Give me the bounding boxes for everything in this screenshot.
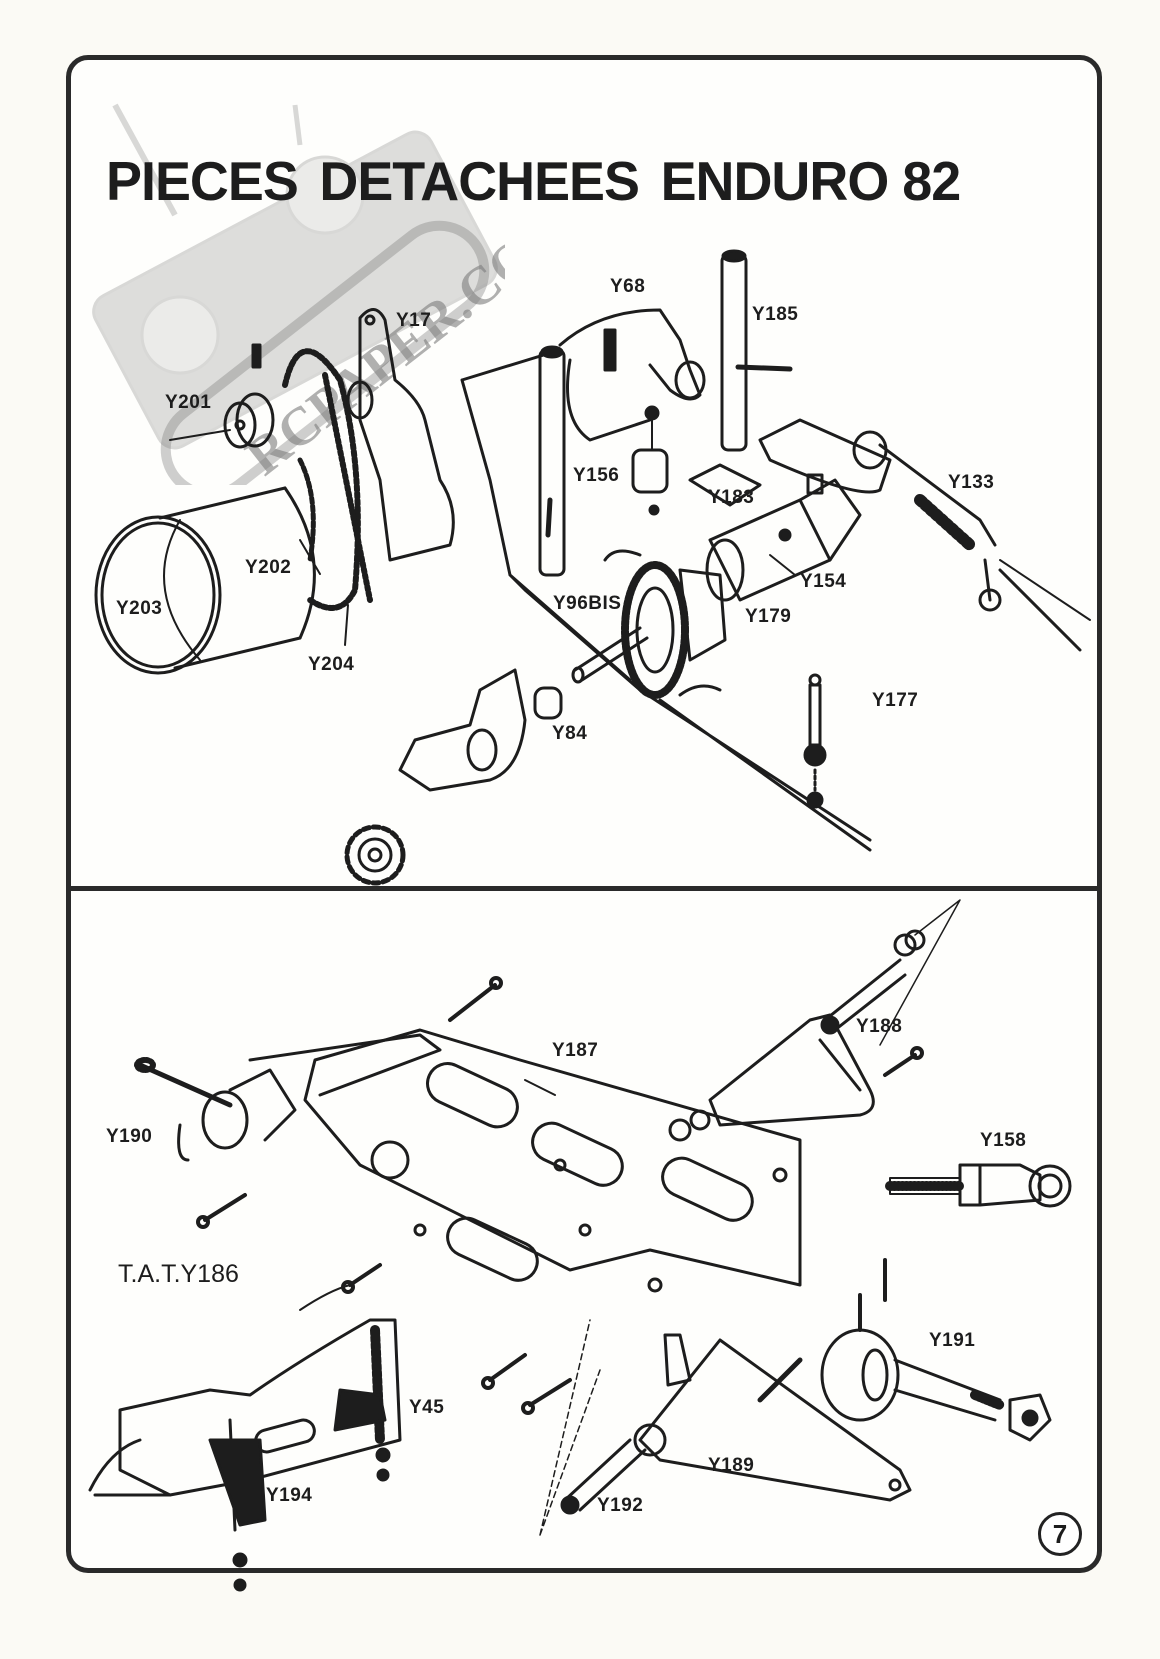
part-y201-sprocket (169, 343, 275, 449)
label-y192: Y192 (597, 1495, 644, 1516)
label-taty186: T.A.T.Y186 (118, 1260, 239, 1288)
part-y96bis-gear (603, 549, 689, 699)
page-frame (66, 55, 1102, 1573)
label-y158: Y158 (980, 1130, 1027, 1151)
part-left-post (538, 345, 566, 577)
label-y45: Y45 (409, 1397, 445, 1418)
part-y188-arm (668, 899, 961, 1142)
panel-divider (66, 886, 1102, 891)
part-y203-drum (94, 486, 316, 675)
part-y68-exhaust (558, 308, 706, 442)
part-y185-post (720, 249, 793, 452)
part-y158-turnbuckle (885, 1163, 1072, 1208)
part-y202-y204-chain (282, 348, 373, 611)
label-y96bis: Y96BIS (553, 593, 622, 614)
label-y189: Y189 (708, 1455, 755, 1476)
part-lower-bracket-sprocket (344, 668, 527, 886)
label-y191: Y191 (929, 1330, 976, 1351)
page-number: 7 (1038, 1512, 1082, 1556)
leader-lines (299, 539, 796, 1096)
part-y191-hub (820, 1258, 1052, 1442)
label-y154: Y154 (800, 571, 847, 592)
label-y187: Y187 (552, 1040, 599, 1061)
label-y177: Y177 (872, 690, 919, 711)
label-y156: Y156 (573, 465, 620, 486)
part-y190-hub (134, 1033, 442, 1162)
label-y17: Y17 (396, 310, 432, 331)
label-y185: Y185 (752, 304, 799, 325)
title-word-1: PIECES (106, 149, 299, 212)
part-y156-spacer (631, 405, 669, 516)
label-y179: Y179 (745, 606, 792, 627)
part-y187-chassis (303, 1028, 802, 1293)
part-y84-shaft (533, 626, 649, 720)
part-y183-plate (688, 463, 762, 507)
label-y203: Y203 (116, 598, 163, 619)
label-y194: Y194 (266, 1485, 313, 1506)
label-y133: Y133 (948, 472, 995, 493)
label-y190: Y190 (106, 1126, 153, 1147)
part-y17-bracket (346, 308, 455, 562)
title-word-2: DETACHEES (319, 149, 640, 212)
screws (196, 976, 924, 1415)
label-y68: Y68 (610, 276, 646, 297)
part-y177-pin (803, 673, 827, 809)
part-y179-carrier (678, 568, 727, 662)
label-y183: Y183 (708, 487, 755, 508)
part-y154-housing (705, 473, 862, 602)
part-y189-arm (633, 1333, 912, 1502)
page-title: PIECES DETACHEES ENDURO 82 (106, 149, 982, 213)
label-y84: Y84 (552, 723, 588, 744)
part-y133-linkage (758, 418, 1091, 621)
label-y204: Y204 (308, 654, 355, 675)
label-y202: Y202 (245, 557, 292, 578)
label-y201: Y201 (165, 392, 212, 413)
part-y192-pin (539, 1319, 647, 1536)
part-y186-tat-assembly (88, 1284, 402, 1592)
title-word-3: ENDURO 82 (660, 149, 962, 212)
label-y188: Y188 (856, 1016, 903, 1037)
